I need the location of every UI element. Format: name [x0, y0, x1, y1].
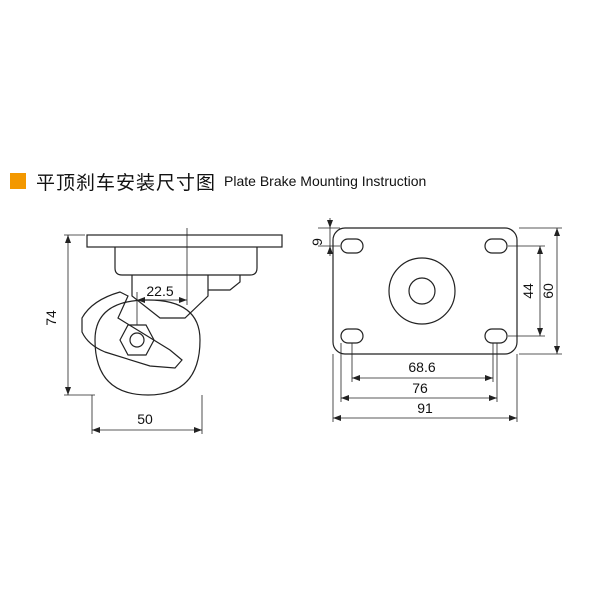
mount-hole-bottom-left — [340, 328, 364, 344]
side-top-plate — [86, 234, 283, 248]
mount-hole-top-right — [484, 238, 508, 254]
dim-label-9: 9 — [309, 238, 325, 246]
side-fork-arm — [208, 275, 241, 291]
plate-outline — [332, 227, 518, 355]
axle-nut — [119, 324, 155, 356]
mount-hole-bottom-right — [484, 328, 508, 344]
top-view-plate — [332, 227, 518, 355]
dim-label-44: 44 — [520, 283, 536, 299]
dim-label-74: 74 — [43, 310, 59, 326]
orange-square-icon — [10, 173, 26, 189]
mount-hole-top-left — [340, 238, 364, 254]
side-wheel — [94, 299, 201, 396]
dim-label-76: 76 — [412, 380, 428, 396]
axle-hole — [129, 332, 145, 348]
plate-center-boss — [388, 257, 456, 325]
section-header: 平顶刹车安装尺寸图 Plate Brake Mounting Instructi… — [10, 168, 426, 194]
title-chinese: 平顶刹车安装尺寸图 — [36, 171, 217, 194]
side-housing — [114, 247, 258, 276]
brake-lever — [81, 291, 183, 369]
side-fork — [131, 275, 209, 319]
plate-center-hole — [408, 277, 436, 305]
title-english: Plate Brake Mounting Instruction — [224, 173, 427, 189]
dim-label-22-5: 22.5 — [146, 283, 173, 299]
dim-label-60: 60 — [540, 283, 556, 299]
dim-label-68-6: 68.6 — [408, 359, 435, 375]
side-view-caster — [81, 234, 283, 396]
dim-label-91: 91 — [417, 400, 433, 416]
dim-label-50: 50 — [137, 411, 153, 427]
